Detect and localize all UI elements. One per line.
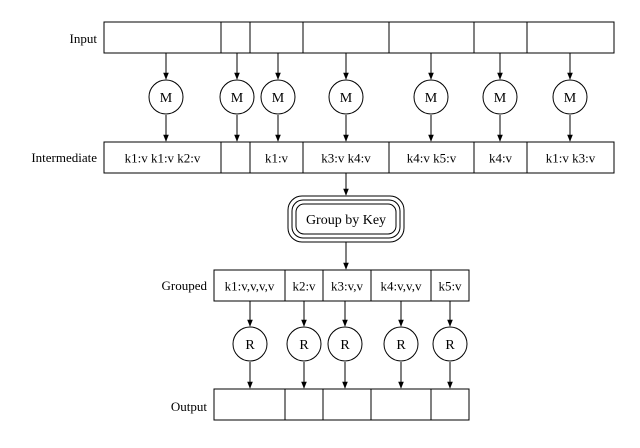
input-cell [302,21,390,54]
output-cell [322,388,372,421]
intermediate-cell: k1:v k1:v k2:v [103,141,222,174]
input-row [103,21,615,54]
input-cell [526,21,615,54]
grouped-cell: k3:v,v [322,269,372,302]
reduce-node-label: R [396,338,406,353]
map-node-label: M [340,91,353,106]
grouped-cell-text: k1:v,v,v,v [225,279,275,294]
grouped-cell-text: k4:v,v,v [381,279,422,294]
map-node-label: M [494,91,507,106]
edges-layer [163,53,573,389]
output-cell [430,388,470,421]
intermediate-cell-text: k1:v k3:v [546,151,596,166]
input-cell [220,21,251,54]
input-cell [103,21,222,54]
map-node: M [413,79,449,115]
intermediate-cell: k1:v [249,141,304,174]
map-node-label: M [425,91,438,106]
map-node: M [148,79,184,115]
reduce-node: R [432,326,468,362]
intermediate-cell: k4:v [473,141,528,174]
intermediate-cell: k4:v k5:v [388,141,475,174]
reduce-node: R [286,326,322,362]
grouped-cell: k5:v [430,269,470,302]
grouped-cell: k1:v,v,v,v [213,269,286,302]
input-cell [388,21,475,54]
intermediate-cell-text: k3:v k4:v [321,151,371,166]
intermediate-row-label: Intermediate [31,150,97,165]
grouped-row: k1:v,v,v,v k2:v k3:v,v k4:v,v,v k5:v [213,269,470,302]
input-row-label: Input [70,31,98,46]
grouped-cell: k2:v [284,269,324,302]
reduce-node: R [232,326,268,362]
output-cell [370,388,432,421]
map-node-label: M [231,91,244,106]
map-node: M [328,79,364,115]
grouped-row-label: Grouped [162,278,208,293]
group-by-key-node: Group by Key [287,195,405,243]
output-cell [213,388,286,421]
grouped-cell: k4:v,v,v [370,269,432,302]
group-by-key-label: Group by Key [306,213,386,228]
output-row [213,388,470,421]
intermediate-cell-text: k4:v [489,151,513,166]
input-cell [249,21,304,54]
map-node: M [219,79,255,115]
map-node: M [552,79,588,115]
reduce-node-label: R [340,338,350,353]
intermediate-cell-text: k1:v [265,151,289,166]
reduce-node: R [327,326,363,362]
reduce-node-label: R [445,338,455,353]
grouped-cell-text: k2:v [292,279,316,294]
grouped-cell-text: k5:v [438,279,462,294]
map-node-label: M [160,91,173,106]
grouped-cell-text: k3:v,v [331,279,364,294]
intermediate-cell-text: k4:v k5:v [407,151,457,166]
map-node: M [482,79,518,115]
intermediate-cell: k3:v k4:v [302,141,390,174]
reduce-node: R [383,326,419,362]
map-node: M [260,79,296,115]
reduce-node-label: R [299,338,309,353]
input-cell [473,21,528,54]
intermediate-cell [220,141,251,174]
reduce-node-label: R [245,338,255,353]
intermediate-row: k1:v k1:v k2:v k1:v k3:v k4:v k4:v k5:v k4:v… [103,141,615,174]
map-node-label: M [564,91,577,106]
output-cell [284,388,324,421]
intermediate-cell-text: k1:v k1:v k2:v [125,151,201,166]
map-node-label: M [272,91,285,106]
output-row-label: Output [171,399,208,414]
intermediate-cell: k1:v k3:v [526,141,615,174]
